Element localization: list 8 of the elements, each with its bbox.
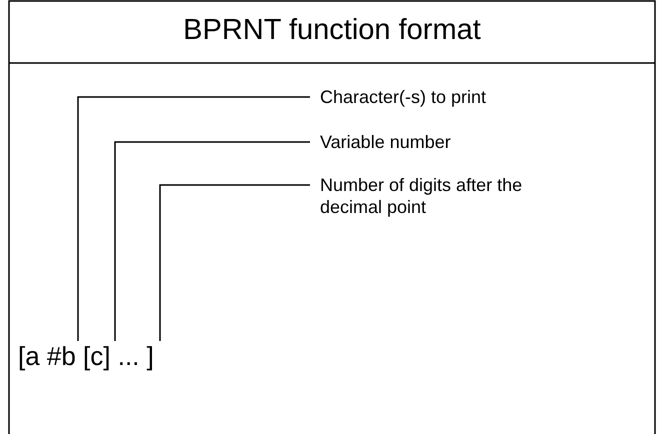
callout-text: Character(-s) to print (310, 86, 530, 108)
callout-text: Number of digits after the decimal point (310, 174, 530, 218)
leader-line (159, 184, 310, 341)
format-syntax: [a #b [c] ... ] (18, 341, 154, 371)
leader-line (77, 96, 310, 341)
callout-text: Variable number (310, 131, 530, 153)
title: BPRNT function format (182, 14, 482, 47)
leader-line (114, 141, 310, 341)
